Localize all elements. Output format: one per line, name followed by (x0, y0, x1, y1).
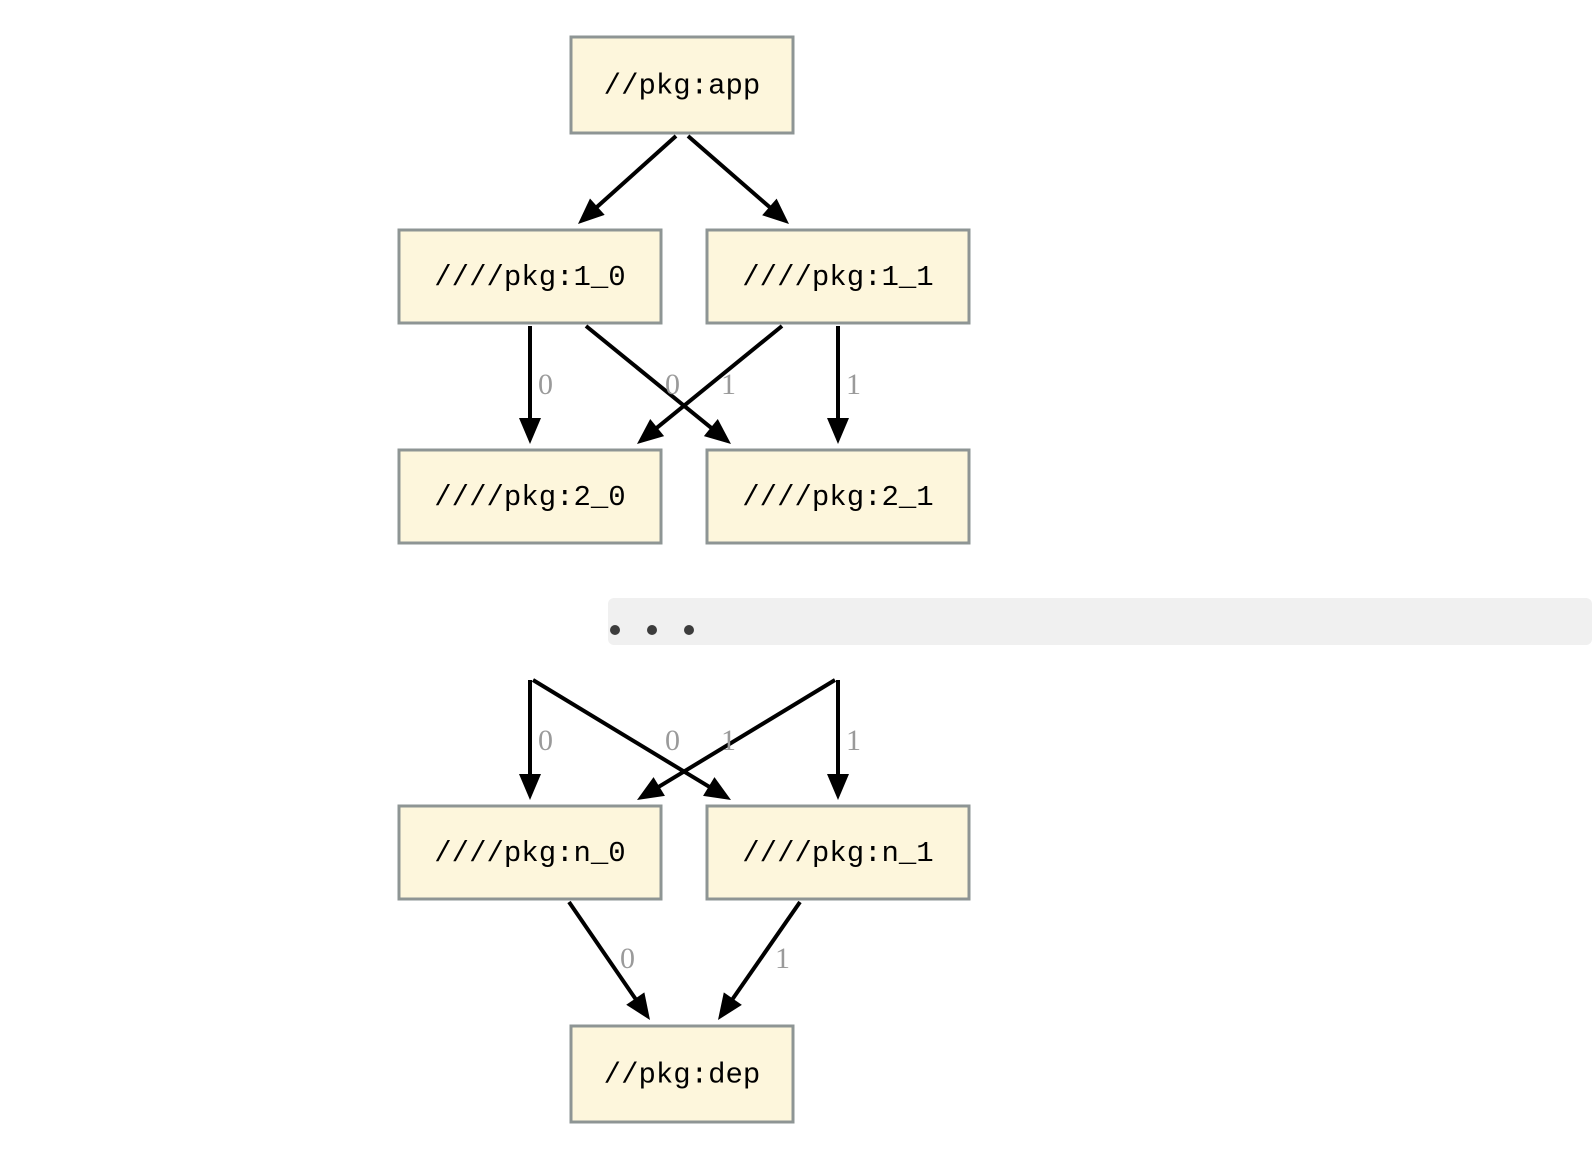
edge-label: 0 (538, 368, 553, 401)
node-n2_0[interactable]: ////pkg:2_0 (397, 448, 663, 545)
node-label: //pkg:app (604, 70, 761, 103)
edge-x-n_0 (519, 680, 541, 800)
edge-labels-layer: 0 0 1 1 0 0 1 1 0 1 (538, 368, 861, 975)
edge-n_1-dep (718, 900, 802, 1020)
edge-arrowhead (578, 198, 605, 224)
edge-n_0-dep (567, 900, 650, 1020)
edge-line (567, 900, 639, 1003)
node-box[interactable] (397, 448, 663, 545)
edges-layer (519, 134, 849, 1020)
edge-label: 1 (721, 368, 736, 401)
omitted-levels-indicator (608, 598, 1592, 645)
edge-app-1_1 (686, 134, 789, 224)
edge-arrowhead (519, 418, 541, 444)
ellipsis-dot (684, 625, 694, 635)
edge-arrowhead (827, 774, 849, 800)
edge-line (584, 324, 715, 432)
node-n1_0[interactable]: ////pkg:1_0 (397, 228, 663, 325)
node-nn_0[interactable]: ////pkg:n_0 (397, 804, 663, 901)
node-box[interactable] (705, 804, 971, 901)
edge-label: 1 (846, 724, 861, 757)
node-label: ////pkg:2_1 (742, 481, 933, 514)
node-dep[interactable]: //pkg:dep (569, 1024, 795, 1124)
edge-1_0-2_0 (519, 326, 541, 444)
nodes-layer: //pkg:app ////pkg:1_0 ////pkg:1_1 ////pkg:2… (397, 35, 971, 1124)
edge-y-n_0 (637, 678, 837, 800)
edge-arrowhead (626, 992, 650, 1020)
edge-line (593, 134, 678, 211)
edge-arrowhead (718, 992, 742, 1020)
node-box[interactable] (569, 1024, 795, 1124)
edge-arrowhead (703, 419, 731, 444)
edge-label: 1 (846, 368, 861, 401)
node-n2_1[interactable]: ////pkg:2_1 (705, 448, 971, 545)
edge-line (729, 900, 802, 1003)
edge-line (531, 678, 713, 790)
node-label: ////pkg:2_0 (434, 481, 625, 514)
edge-arrowhead (703, 777, 731, 800)
edge-y-n_1 (827, 680, 849, 800)
edge-line (655, 678, 837, 790)
edge-label: 1 (775, 942, 790, 975)
edge-arrowhead (637, 419, 665, 444)
node-box[interactable] (705, 228, 971, 325)
node-box[interactable] (397, 228, 663, 325)
edge-label: 0 (620, 942, 635, 975)
edge-1_1-2_1 (827, 326, 849, 444)
edge-line (686, 134, 773, 211)
node-label: ////pkg:n_1 (742, 837, 933, 870)
edge-line (653, 324, 784, 432)
node-nn_1[interactable]: ////pkg:n_1 (705, 804, 971, 901)
node-box[interactable] (569, 35, 795, 135)
node-label: ////pkg:1_0 (434, 261, 625, 294)
edge-arrowhead (637, 777, 665, 800)
ellipsis-layer (608, 598, 1592, 645)
node-label: ////pkg:1_1 (742, 261, 933, 294)
node-box[interactable] (705, 448, 971, 545)
edge-arrowhead (519, 774, 541, 800)
edge-1_0-2_1 (584, 324, 731, 444)
edge-app-1_0 (578, 134, 678, 224)
ellipsis-dot (647, 625, 657, 635)
ellipsis-dot (610, 625, 620, 635)
node-label: //pkg:dep (604, 1059, 761, 1092)
node-app[interactable]: //pkg:app (569, 35, 795, 135)
node-box[interactable] (397, 804, 663, 901)
node-n1_1[interactable]: ////pkg:1_1 (705, 228, 971, 325)
edge-arrowhead (827, 418, 849, 444)
edge-x-n_1 (531, 678, 731, 800)
edge-label: 0 (665, 368, 680, 401)
edge-arrowhead (762, 198, 789, 224)
edge-label: 1 (721, 724, 736, 757)
edge-1_1-2_0 (637, 324, 784, 444)
edge-label: 0 (665, 724, 680, 757)
node-label: ////pkg:n_0 (434, 837, 625, 870)
edge-label: 0 (538, 724, 553, 757)
